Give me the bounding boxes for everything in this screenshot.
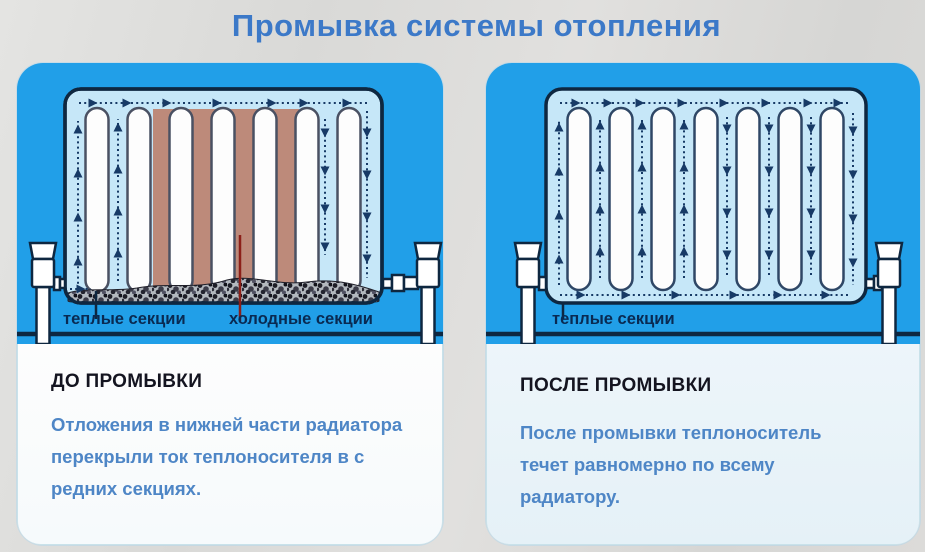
card-after-line-2: течет равномерно по всему <box>520 454 775 475</box>
valve-left <box>513 241 548 344</box>
panel-before-flushing: теплые секции холодные секции ДО ПРОМЫВК… <box>17 63 443 545</box>
radiator-after-diagram: теплые секции <box>486 63 920 344</box>
card-before: ДО ПРОМЫВКИ Отложения в нижней части рад… <box>17 344 443 545</box>
card-after-line-3: радиатору. <box>520 486 620 507</box>
valve-right <box>864 241 904 344</box>
valve-right <box>381 241 443 344</box>
valve-left <box>28 241 67 344</box>
page-title: Промывка системы отопления <box>231 8 722 43</box>
radiator-sections <box>84 106 362 294</box>
card-before-line-2: перекрыли ток теплоносителя в с <box>51 446 365 467</box>
radiator-after-illustration <box>486 87 920 344</box>
card-before-heading: ДО ПРОМЫВКИ <box>51 371 203 392</box>
radiator-border <box>63 87 384 305</box>
flow-arrows <box>70 98 372 294</box>
radiator-sections <box>566 106 845 292</box>
radiator-before-diagram: теплые секции холодные секции <box>17 63 443 344</box>
card-after: ПОСЛЕ ПРОМЫВКИ После промывки теплоносит… <box>486 344 920 545</box>
card-before-line-1: Отложения в нижней части радиатора <box>51 414 403 435</box>
label-warm-sections: теплые секции <box>552 310 675 328</box>
label-cold-sections: холодные секции <box>229 310 373 328</box>
card-after-line-1: После промывки теплоноситель <box>520 422 822 443</box>
card-after-heading: ПОСЛЕ ПРОМЫВКИ <box>520 375 712 396</box>
radiator-before-illustration <box>17 87 443 344</box>
flow-arrows <box>554 98 858 300</box>
card-after-text: После промывки теплоноситель течет равно… <box>487 397 919 513</box>
card-before-text: Отложения в нижней части радиатора перек… <box>18 393 442 505</box>
panel-after-flushing: теплые секции ПОСЛЕ ПРОМЫВКИ После промы… <box>486 63 920 545</box>
card-before-line-3: редних секциях. <box>51 478 202 499</box>
label-warm-sections: теплые секции <box>63 310 186 328</box>
